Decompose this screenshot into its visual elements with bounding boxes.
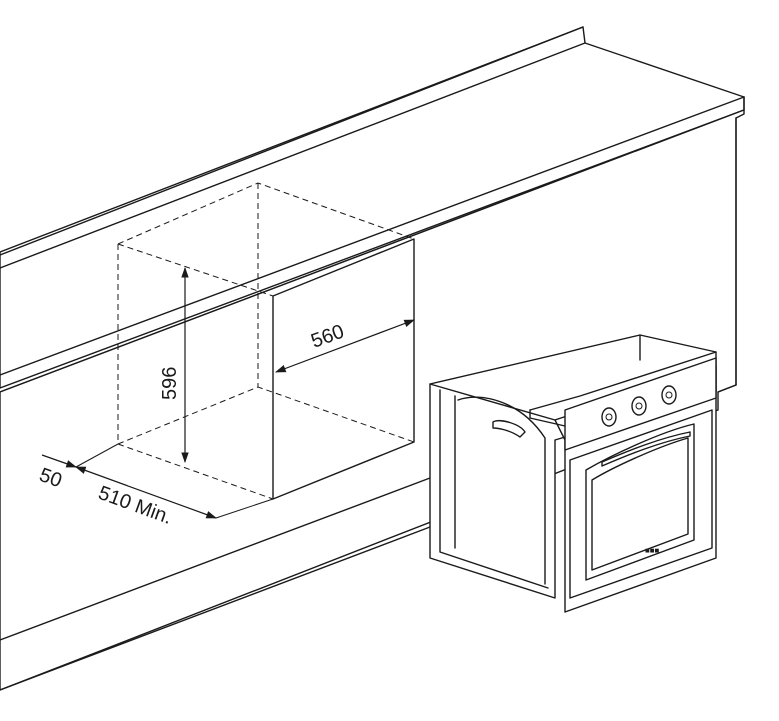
- height-label: 596: [159, 367, 181, 400]
- knob-icon[interactable]: [661, 385, 677, 405]
- oven: ■■■: [429, 334, 717, 613]
- knob-icon[interactable]: [631, 396, 647, 416]
- knob-icon[interactable]: [601, 407, 617, 427]
- oven-door[interactable]: [569, 409, 713, 599]
- door-handle[interactable]: [601, 431, 691, 467]
- brand-badge-icon: ■■■: [645, 548, 659, 554]
- dimension-width: [274, 319, 416, 373]
- dimension-depth: [41, 443, 274, 519]
